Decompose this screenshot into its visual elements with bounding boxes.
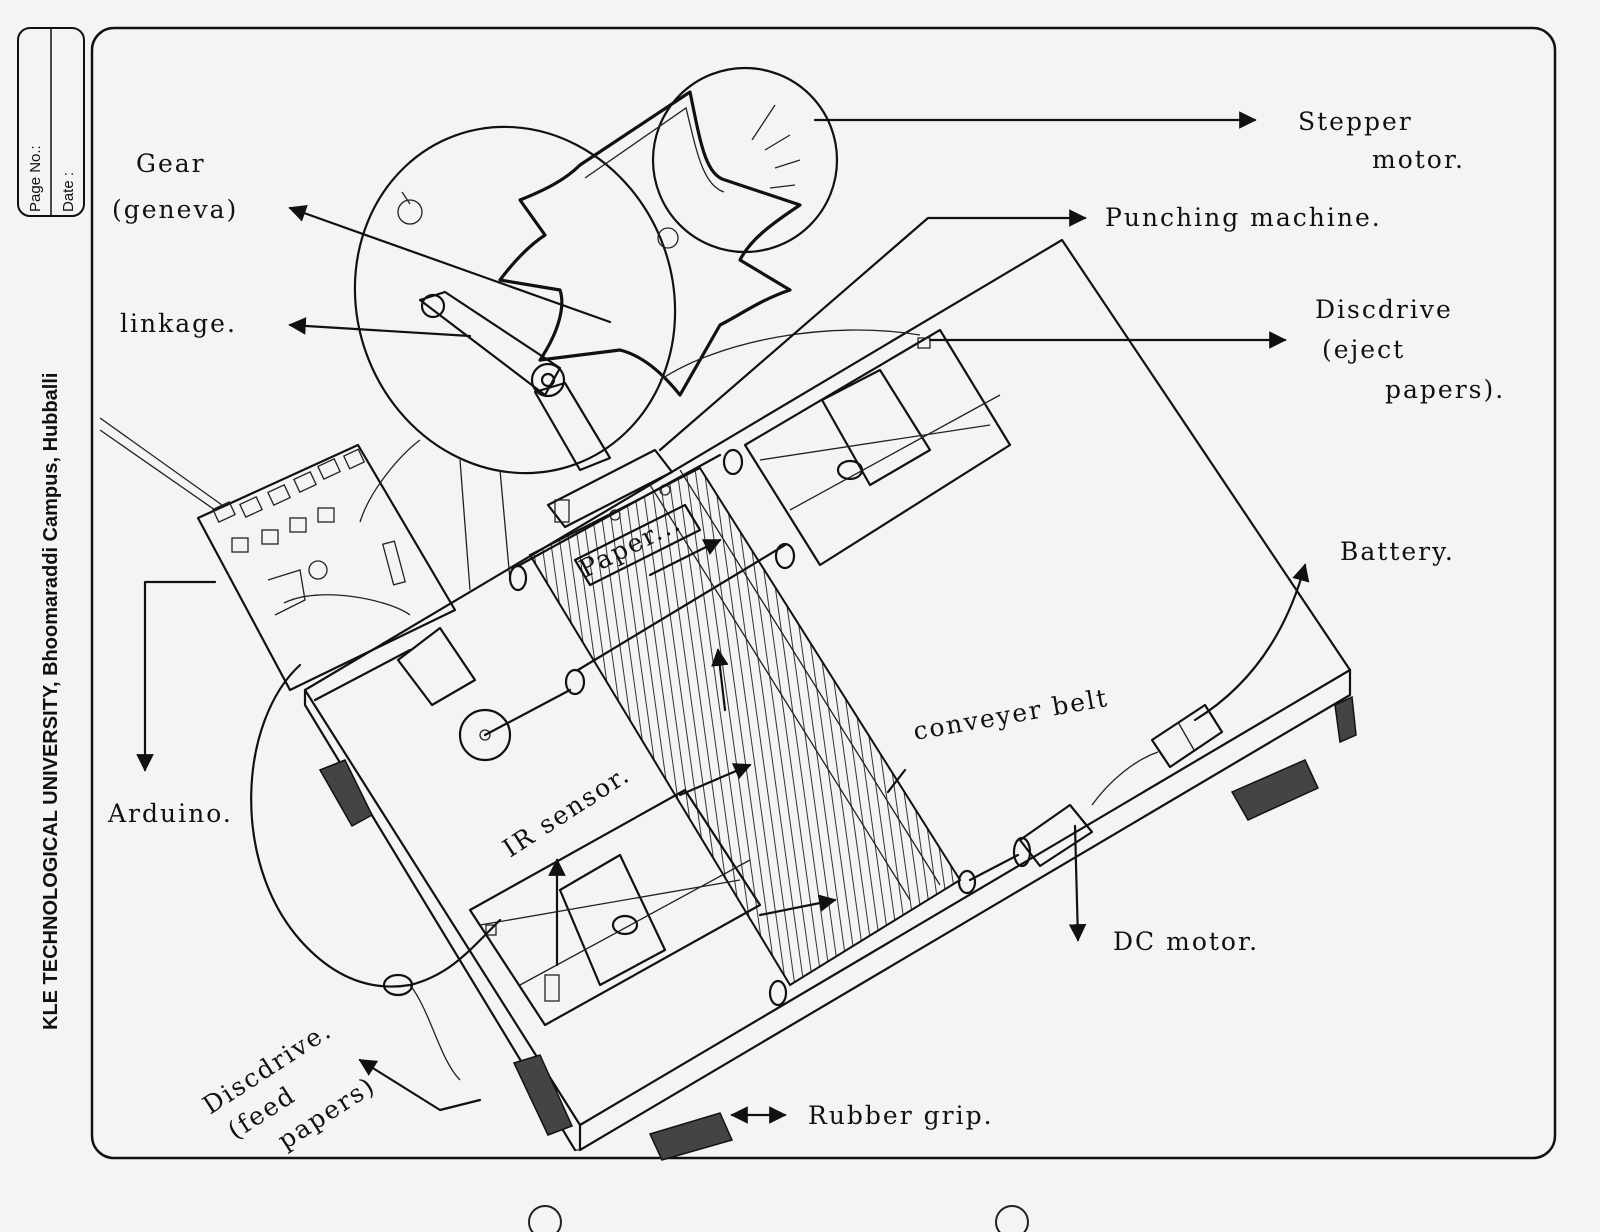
label-disc-drive-eject-2: (eject — [1322, 335, 1405, 364]
labels: Stepper motor. Gear (geneva) Punching ma… — [107, 107, 1505, 1155]
label-ir-sensor: IR sensor. — [497, 760, 635, 864]
punch-hole-right — [996, 1206, 1028, 1232]
conveyor-belt — [510, 450, 975, 1005]
label-dc-motor: DC motor. — [1113, 927, 1259, 956]
label-stepper-motor-2: motor. — [1372, 145, 1465, 174]
date-label: Date : — [60, 172, 77, 212]
label-stepper-motor-1: Stepper — [1298, 107, 1413, 136]
label-conveyer-belt: conveyer belt — [911, 683, 1111, 746]
label-gear-1: Gear — [136, 149, 206, 178]
label-linkage: linkage. — [120, 309, 237, 338]
label-punching-machine: Punching machine. — [1105, 203, 1382, 232]
label-disc-drive-eject-1: Discdrive — [1315, 295, 1453, 324]
label-rubber-grip: Rubber grip. — [808, 1101, 994, 1130]
geneva-gear-assembly — [307, 68, 837, 518]
university-name: KLE TECHNOLOGICAL UNIVERSITY, Bhoomaradd… — [40, 373, 62, 1030]
arduino-board — [100, 418, 455, 690]
side-header: Page No.: Date : KLE TECHNOLOGICAL UNIVE… — [18, 28, 84, 1030]
label-gear-2: (geneva) — [112, 195, 238, 224]
page-frame — [92, 28, 1555, 1158]
label-disc-drive-feed-3: papers) — [272, 1071, 380, 1155]
label-arduino: Arduino. — [107, 799, 233, 828]
page-no-label: Page No.: — [27, 145, 44, 212]
label-disc-drive-eject-3: papers). — [1385, 375, 1505, 404]
punch-hole-left — [529, 1206, 561, 1232]
label-battery: Battery. — [1340, 537, 1455, 566]
